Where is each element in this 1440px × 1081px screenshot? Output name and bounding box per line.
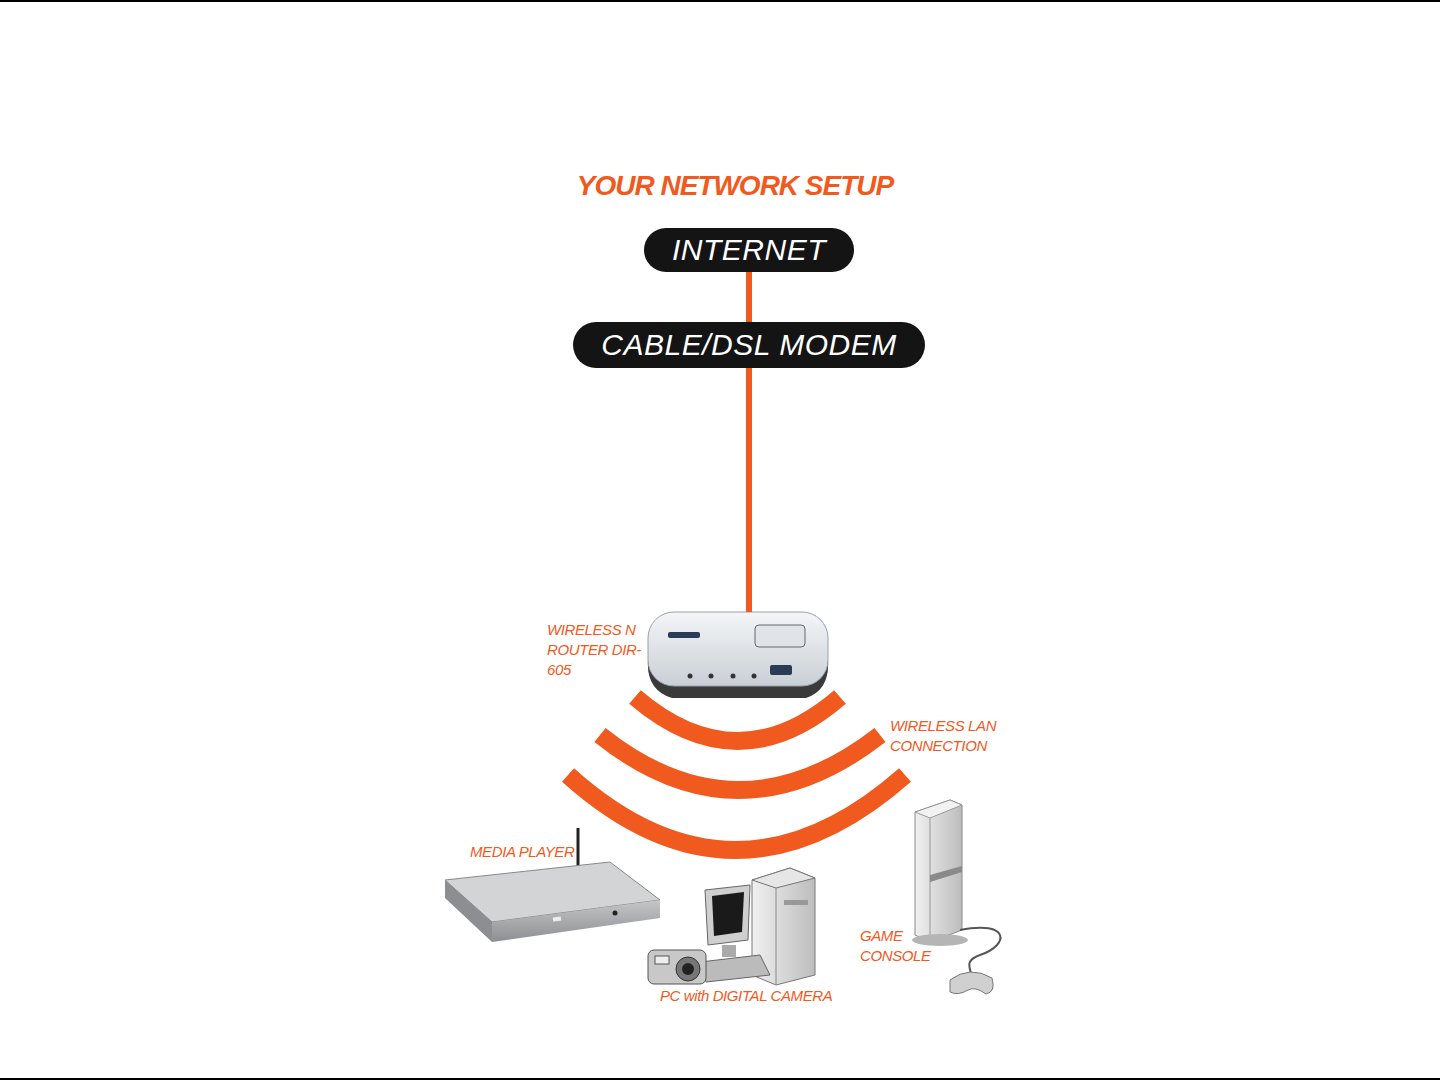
node-label: INTERNET	[672, 233, 826, 267]
pc-illustration	[648, 868, 815, 985]
device-label: GAME CONSOLE	[860, 926, 930, 966]
annotation-label: WIRELESS LAN CONNECTION	[890, 716, 1000, 756]
media-player: MEDIA PLAYER	[445, 836, 663, 946]
device-label: PC with DIGITAL CAMERA	[660, 986, 835, 1006]
router-illustration	[648, 612, 828, 698]
game-console-illustration	[912, 800, 1000, 994]
device-label: WIRELESS N ROUTER DIR-605	[547, 620, 642, 680]
pc-with-camera: PC with DIGITAL CAMERA	[645, 866, 825, 1011]
wireless-waves	[568, 697, 905, 850]
device-label: MEDIA PLAYER	[470, 842, 580, 862]
cloud-pill: INTERNET	[644, 228, 854, 272]
page-rule	[0, 1078, 1440, 1080]
node-label: CABLE/DSL MODEM	[601, 328, 896, 362]
connector-line	[746, 368, 752, 612]
connector-line	[746, 272, 752, 322]
modem-pill: CABLE/DSL MODEM	[573, 322, 924, 368]
media-player-illustration	[445, 828, 660, 942]
diagram-title: YOUR NETWORK SETUP	[0, 170, 1440, 202]
game-console: GAME CONSOLE	[855, 800, 1005, 1000]
router: WIRELESS N ROUTER DIR-605	[545, 612, 835, 702]
page-rule	[0, 0, 1440, 2]
